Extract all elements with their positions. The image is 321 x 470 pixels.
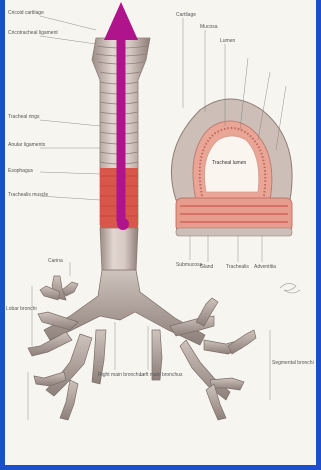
bronchial-tree [28,270,256,420]
label-cross-section-center: Tracheal lumen [212,160,246,166]
label-trachealis-right: Trachealis [226,264,249,270]
label-cricotracheal: Cricotracheal ligament [8,30,58,36]
label-gland: Gland [200,264,213,270]
label-right-main-bronchus: Right main bronchus [98,372,144,378]
label-anular-ligaments: Anular ligaments [8,142,45,148]
label-trachealis-left: Trachealis muscle [8,192,48,198]
label-cricoid: Cricoid cartilage [8,10,44,16]
label-adventitia: Adventitia [254,264,276,270]
label-tracheal-rings: Tracheal rings [8,114,40,120]
artist-signature [280,283,300,293]
label-submucosa: Submucosa [176,262,202,268]
label-mucosa: Mucosa [200,24,218,30]
label-cartilage: Cartilage [176,12,196,18]
label-left-main-bronchus: Left main bronchus [140,372,183,378]
label-lobar-bronchi: Lobar bronchi [6,306,37,312]
label-carina: Carina [48,258,63,264]
label-lumen: Lumen [220,38,235,44]
label-segmental-bronchi: Segmental bronchi [272,360,314,366]
tracheal-cross-section [171,99,292,236]
label-esophagus: Esophagus [8,168,33,174]
